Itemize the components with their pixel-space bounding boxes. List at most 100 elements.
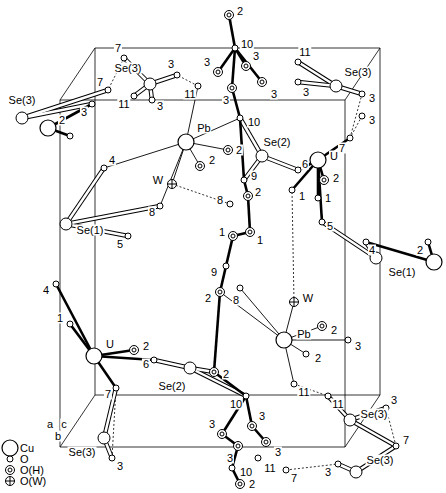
legend: [2, 440, 18, 486]
atom: [53, 281, 59, 287]
se-bond-outline: [350, 420, 396, 446]
atom: [229, 465, 235, 471]
se-bond-fill: [356, 446, 396, 472]
atom-inner: [198, 164, 202, 168]
atom-label: 3: [80, 107, 88, 118]
atom: [67, 321, 73, 327]
atom: [168, 180, 177, 189]
atom-inner: [218, 290, 222, 294]
atom-label: 3: [354, 341, 362, 352]
pb-bond: [284, 340, 348, 341]
u-bond: [56, 284, 94, 356]
atom-inner: [246, 194, 250, 198]
se-bond-fill: [66, 168, 104, 224]
atom-label: 6: [142, 359, 150, 370]
atom-label: W: [152, 175, 164, 186]
atom-label: 3: [368, 115, 376, 126]
atom-label: 3: [167, 59, 175, 70]
atom: [125, 233, 131, 239]
atom: [216, 288, 225, 297]
atom: [157, 203, 163, 209]
u-bond: [318, 160, 322, 222]
unit-cell: [60, 48, 380, 447]
se-bond-fill: [298, 62, 336, 86]
atom: [16, 112, 28, 124]
atom-label: 11: [117, 99, 130, 110]
atom: [256, 150, 268, 162]
atom-inner: [238, 482, 242, 486]
atom: [149, 97, 155, 103]
se-bond-outline: [66, 224, 128, 236]
atom: [178, 134, 194, 150]
legend-swatch: [2, 440, 18, 456]
atom-label: 3: [252, 51, 260, 62]
atom-cross: [168, 180, 177, 189]
atom: [393, 443, 399, 449]
atom: [218, 430, 227, 439]
atom: [105, 87, 111, 93]
atom-label: Se(2): [158, 381, 187, 392]
atom: [196, 162, 205, 171]
atom: [289, 187, 295, 193]
atom-label: 2: [204, 293, 212, 304]
atom: [295, 79, 301, 85]
atom: [2, 440, 18, 456]
atom: [262, 438, 271, 447]
legend-swatch: [6, 477, 15, 486]
atom-label: 11: [298, 47, 311, 58]
atom: [229, 232, 238, 241]
se-bond-fill: [66, 224, 128, 236]
atom-label: 6: [301, 159, 309, 170]
atom: [303, 351, 309, 357]
atom: [228, 84, 237, 93]
atom: [174, 72, 180, 78]
atom-label: 2: [248, 479, 256, 490]
atom-label: 3: [116, 461, 124, 472]
se-bond-outline: [190, 368, 246, 396]
legend-text: O(H): [20, 465, 44, 476]
atom: [318, 322, 327, 331]
se-bond-fill: [104, 388, 116, 438]
atom-label: Pb: [196, 123, 211, 134]
atom-label: 5: [326, 221, 334, 232]
atom-label: 1: [256, 235, 264, 246]
hydrogen-bond: [350, 116, 362, 138]
atom-inner: [226, 148, 230, 152]
atom: [248, 422, 257, 431]
atom-inner: [244, 64, 248, 68]
atom: [113, 385, 119, 391]
atom-label: 9: [250, 171, 258, 182]
atom-label: 7: [290, 473, 298, 484]
atom-cross: [6, 477, 15, 486]
axis-label: b: [54, 431, 62, 442]
atom-label: 7: [96, 77, 104, 88]
atom-label: 10: [247, 117, 261, 128]
atom-inner: [227, 13, 231, 17]
atom-label: 5: [116, 239, 124, 250]
atom: [225, 11, 234, 20]
atom-label: 1: [218, 227, 226, 238]
atom-label: 10: [239, 467, 253, 478]
atom-label: 2: [254, 187, 262, 198]
atom: [325, 393, 331, 399]
atom: [89, 101, 95, 107]
atom-label: Pb: [296, 329, 311, 340]
atom: [6, 466, 15, 475]
atom: [310, 152, 326, 168]
atom-inner: [260, 80, 264, 84]
atom-inner: [132, 348, 136, 352]
atom-inner: [220, 432, 224, 436]
atom-inner: [322, 178, 326, 182]
se-bond-outline: [356, 446, 396, 472]
atom-label: Se(1): [76, 225, 105, 236]
u-bond: [214, 292, 220, 372]
atom-inner: [236, 444, 240, 448]
atom: [60, 218, 72, 230]
atom-label: 9: [210, 267, 218, 278]
atom: [350, 466, 362, 478]
atom: [244, 192, 253, 201]
atom: [40, 120, 56, 136]
legend-swatch: [6, 466, 15, 475]
atom-label: 3: [270, 89, 278, 100]
axis-label: c: [60, 419, 68, 430]
